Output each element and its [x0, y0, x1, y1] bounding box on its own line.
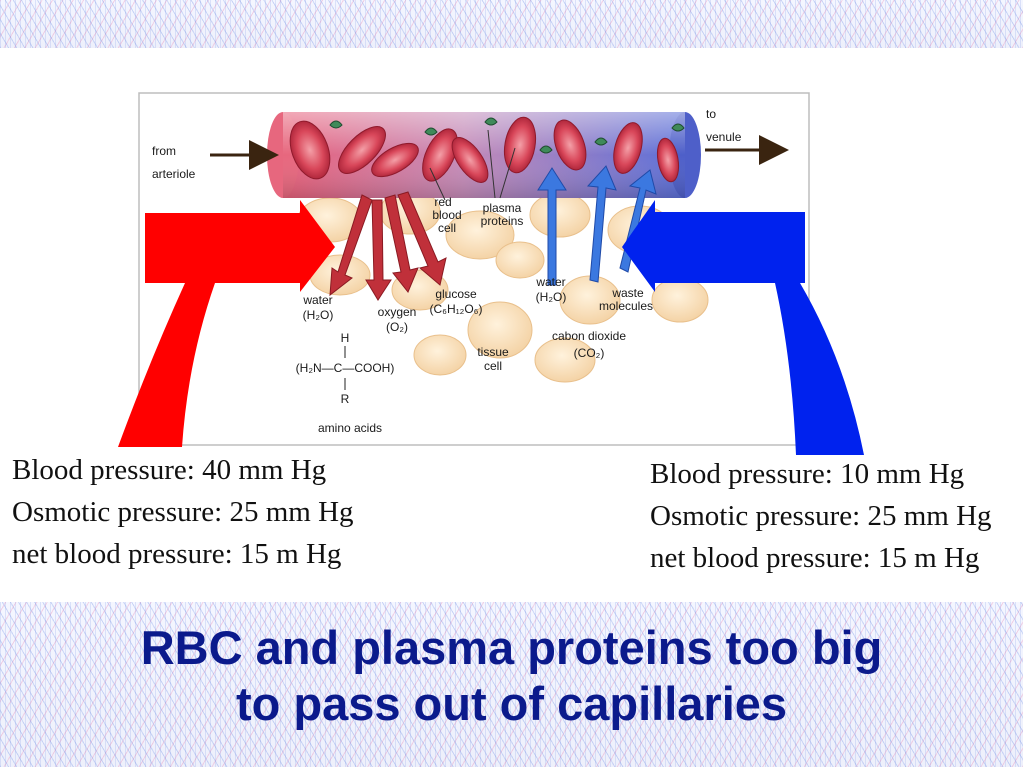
venous-net-pressure: net blood pressure: 15 m Hg	[650, 542, 980, 574]
arterial-blood-pressure: Blood pressure: 40 mm Hg	[12, 454, 327, 486]
label-carbon-dioxide: cabon dioxide(CO₂)	[552, 329, 626, 360]
top-pattern-band	[0, 0, 1023, 48]
slide-title: RBC and plasma proteins too big to pass …	[0, 620, 1023, 732]
arterial-osmotic-pressure: Osmotic pressure: 25 mm Hg	[12, 496, 354, 528]
arterial-pressure-readout: Blood pressure: 40 mm Hg Osmotic pressur…	[12, 449, 354, 575]
label-amino-acids: amino acids	[318, 421, 382, 435]
label-pointers	[429, 129, 516, 201]
label-glucose: glucose(C₆H₁₂O₆)	[429, 287, 482, 316]
venous-blood-pressure: Blood pressure: 10 mm Hg	[650, 458, 965, 490]
bottom-pattern-band	[0, 602, 1023, 767]
venous-osmotic-pressure: Osmotic pressure: 25 mm Hg	[650, 500, 992, 532]
plasma-proteins-shapes	[329, 117, 685, 154]
slide-title-line-1: RBC and plasma proteins too big	[140, 621, 883, 674]
venous-pressure-readout: Blood pressure: 10 mm Hg Osmotic pressur…	[650, 453, 992, 579]
flow-arrows	[210, 135, 789, 170]
red-blood-cells	[289, 116, 680, 183]
arterial-pressure-arrow	[118, 200, 335, 447]
label-water-out: water(H₂O)	[302, 293, 333, 322]
slide-title-line-2: to pass out of capillaries	[235, 677, 788, 730]
venous-pressure-arrow	[622, 200, 864, 455]
amino-formula-bottom: R	[341, 392, 350, 406]
label-oxygen: oxygen(O₂)	[378, 305, 417, 334]
amino-formula-middle: (H₂N—C—COOH)	[296, 361, 395, 375]
arterial-net-pressure: net blood pressure: 15 m Hg	[12, 538, 342, 570]
label-water-in: water(H₂O)	[535, 275, 566, 304]
amino-formula-top: H	[341, 331, 350, 345]
outflow-arrows	[329, 191, 447, 301]
